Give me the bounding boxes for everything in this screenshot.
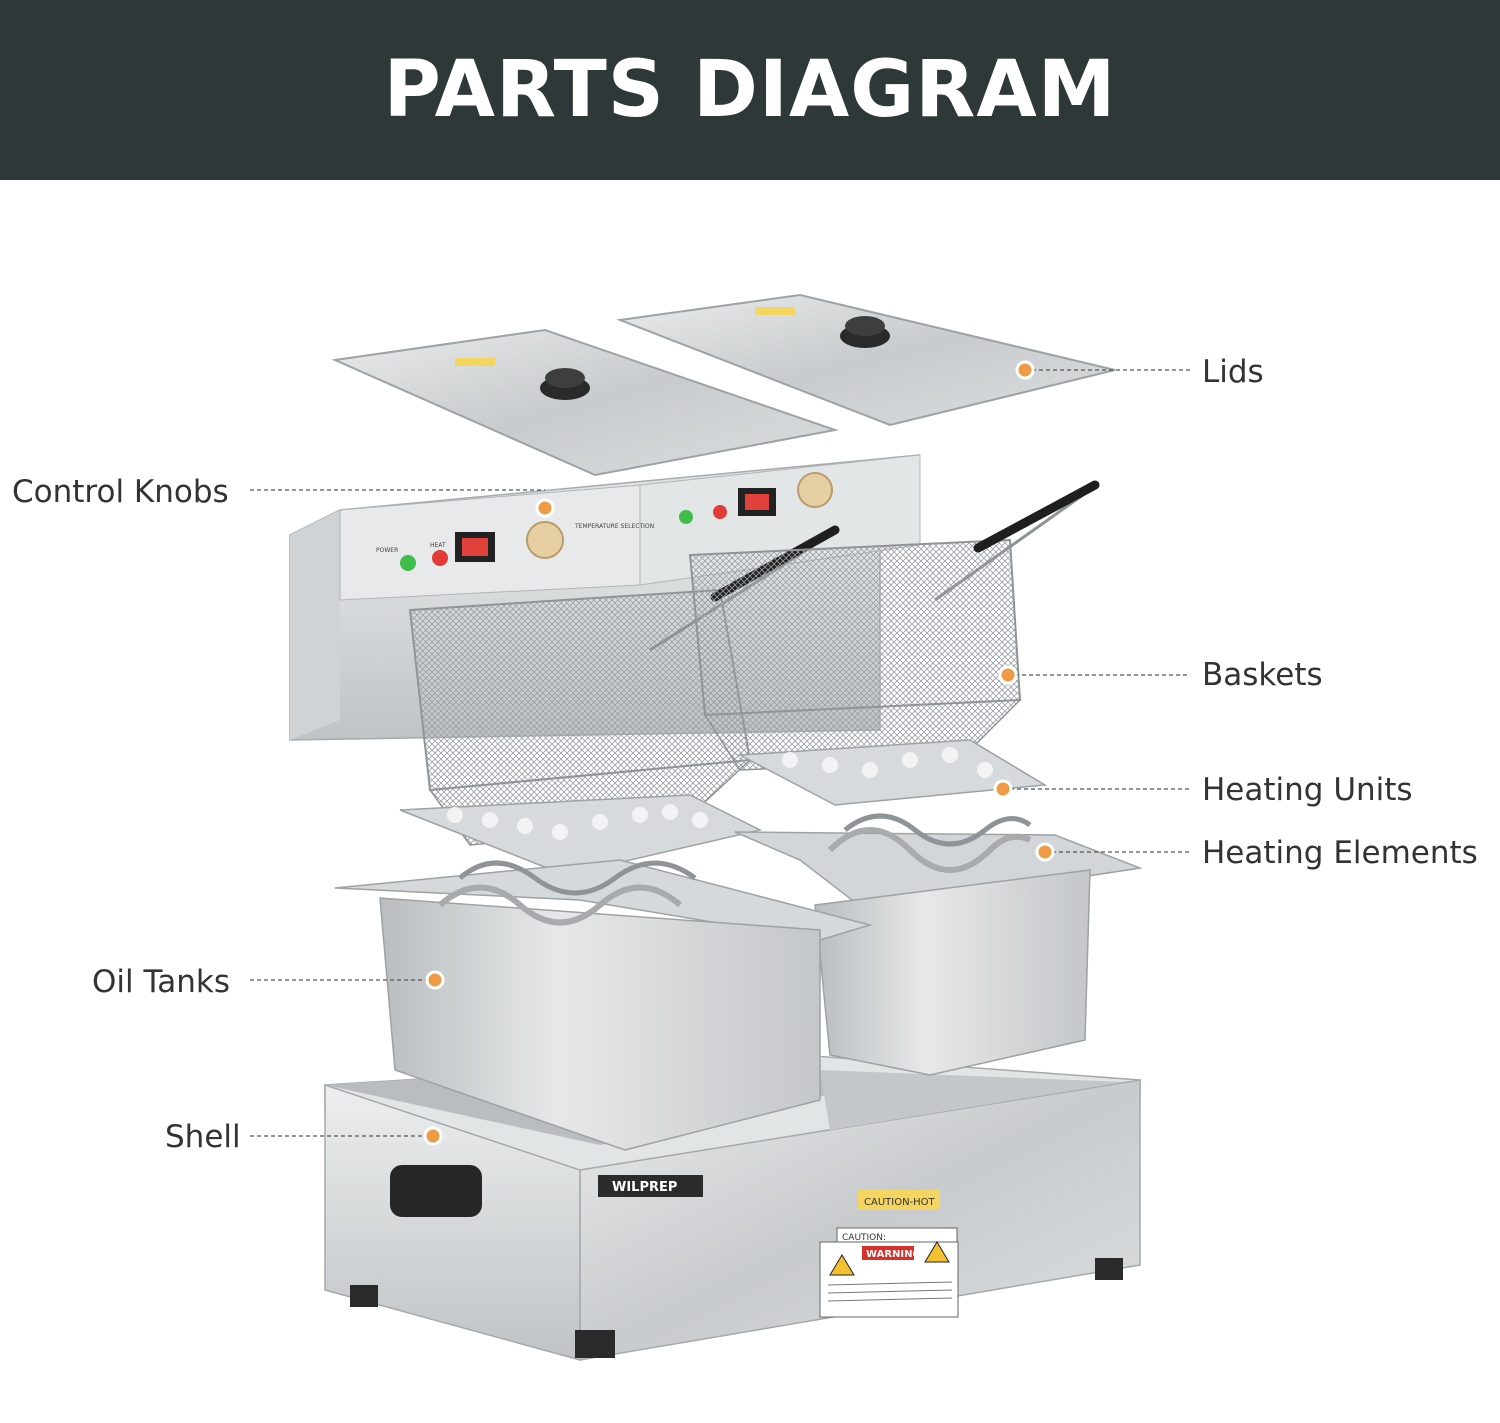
marker-oil-tanks <box>425 970 445 990</box>
label-shell: Shell <box>165 1119 241 1155</box>
marker-heating-elements <box>1035 842 1055 862</box>
brand-plate <box>598 1175 703 1197</box>
lid-sticker <box>455 358 495 366</box>
panel-power-text: POWER <box>376 547 398 554</box>
heating-element-left <box>458 860 697 896</box>
label-heating-units: Heating Units <box>1202 772 1413 808</box>
caution-text: CAUTION-HOT <box>864 1197 936 1208</box>
lid-sticker <box>755 307 795 315</box>
notice-text: CAUTION: <box>842 1233 886 1243</box>
power-light-icon <box>679 510 693 524</box>
power-light-icon <box>400 555 416 571</box>
marker-heating-units <box>993 779 1013 799</box>
marker-baskets <box>998 665 1018 685</box>
shell-handle-icon <box>390 1165 482 1217</box>
label-oil-tanks: Oil Tanks <box>92 964 231 1000</box>
caution-sticker <box>858 1190 940 1210</box>
marker-lids <box>1015 360 1035 380</box>
panel-heat-text: HEAT <box>430 542 446 549</box>
marker-shell <box>423 1126 443 1146</box>
warning-text: WARNING <box>866 1249 921 1260</box>
heat-light-icon <box>432 550 448 566</box>
basket-handle-icon <box>973 480 1100 553</box>
label-baskets: Baskets <box>1202 657 1323 693</box>
brand-text: WILPREP <box>612 1180 677 1195</box>
warning-triangle-icon <box>829 1254 855 1276</box>
heat-light-icon <box>713 505 727 519</box>
heating-unit-right <box>737 739 1048 806</box>
marker-control-knobs <box>535 498 555 518</box>
panel-temp-text: TEMPERATURE SELECTION <box>574 523 654 530</box>
lid-right <box>616 293 1116 427</box>
warning-triangle-icon <box>924 1241 950 1263</box>
lid-left <box>331 328 839 477</box>
oil-tank-left <box>334 859 873 1151</box>
heating-element-right <box>843 813 1032 847</box>
label-lids: Lids <box>1202 354 1264 390</box>
dial-knob-icon <box>526 521 564 559</box>
label-control-knobs: Control Knobs <box>12 474 229 510</box>
label-heating-elements: Heating Elements <box>1202 835 1478 871</box>
dial-knob-icon <box>797 472 833 508</box>
header-banner: PARTS DIAGRAM <box>0 0 1500 180</box>
heating-unit-left <box>399 794 763 876</box>
page-title: PARTS DIAGRAM <box>383 45 1117 135</box>
